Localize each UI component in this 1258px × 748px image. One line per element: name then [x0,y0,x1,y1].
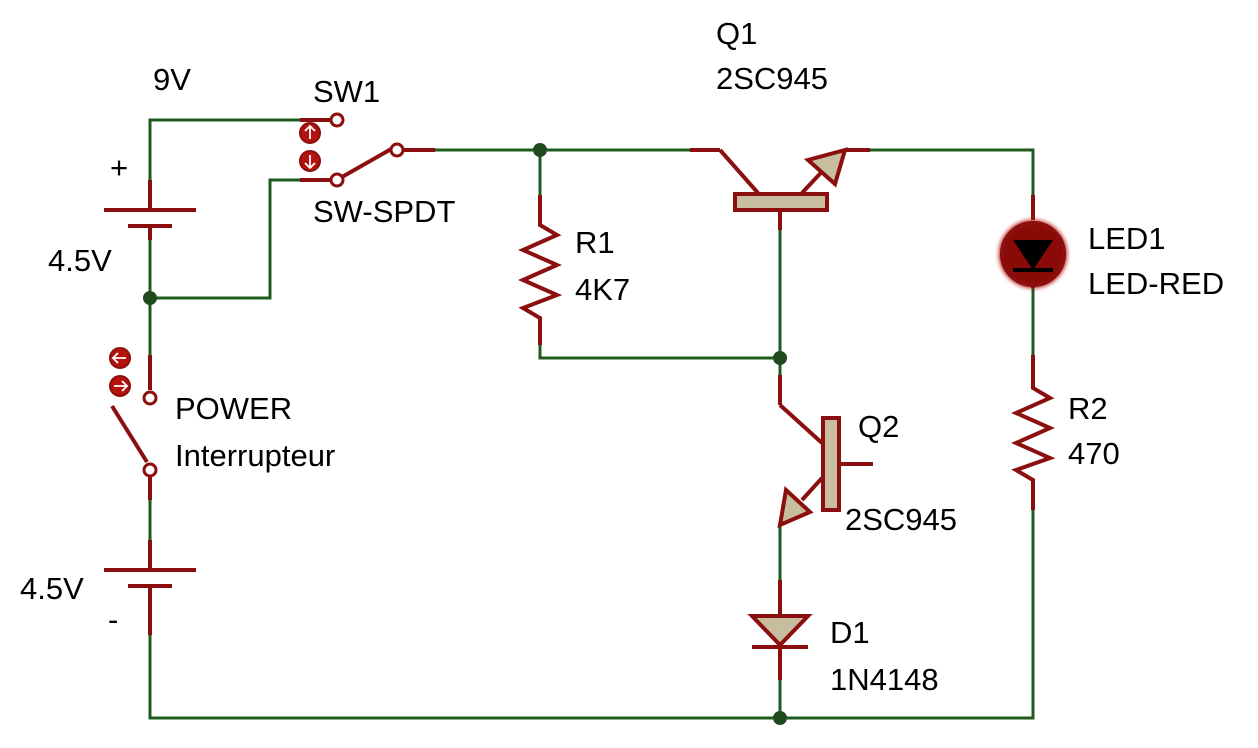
d1-ref-label: D1 [830,615,870,650]
wires [148,118,1035,720]
switch-sw1[interactable] [299,112,435,188]
resistor-r1 [518,195,563,345]
led1-type-label: LED-RED [1088,266,1224,301]
sw1-ref-label: SW1 [313,74,380,109]
junction-node [773,351,787,365]
battery-top-value: 4.5V [48,243,112,278]
power-ref-label: POWER [175,391,292,426]
resistor-r2 [1011,355,1056,510]
arrow-down-icon[interactable] [299,150,321,172]
battery-top [104,180,196,240]
component-labels: 9V + 4.5V 4.5V - SW1 SW-SPDT POWER Inter… [20,16,1224,697]
r1-value-label: 4K7 [575,272,630,307]
wire-ground-rail [148,633,1035,720]
arrow-right-icon[interactable] [109,375,131,397]
r2-ref-label: R2 [1068,391,1108,426]
r2-value-label: 470 [1068,436,1120,471]
junction-node [773,711,787,725]
q1-part-label: 2SC945 [716,61,828,96]
switch-power[interactable] [109,347,158,500]
transistor-q2 [777,375,873,529]
transistor-q1 [690,147,870,230]
wire-q1-emitter-to-led [868,148,1035,197]
d1-part-label: 1N4148 [830,662,939,697]
battery-plus-label: + [110,150,128,185]
junction-node [533,143,547,157]
wire-top-left [148,118,302,182]
wire-middle-to-sw1 [148,178,302,300]
power-type-label: Interrupteur [175,438,335,473]
led1-ref-label: LED1 [1088,221,1166,256]
q2-ref-label: Q2 [858,409,899,444]
arrow-left-icon[interactable] [109,347,131,369]
battery-minus-label: - [108,602,118,637]
led-led1 [999,195,1067,288]
wire-r1-bottom [538,343,782,360]
diode-d1 [747,580,813,680]
sw1-type-label: SW-SPDT [313,194,455,229]
q2-part-label: 2SC945 [845,502,957,537]
arrow-up-icon[interactable] [299,122,321,144]
junction-nodes [143,143,787,725]
r1-ref-label: R1 [575,225,615,260]
q1-ref-label: Q1 [716,16,757,51]
junction-node [143,291,157,305]
supply-voltage-label: 9V [153,62,191,97]
battery-bottom [104,540,196,635]
battery-bottom-value: 4.5V [20,571,84,606]
